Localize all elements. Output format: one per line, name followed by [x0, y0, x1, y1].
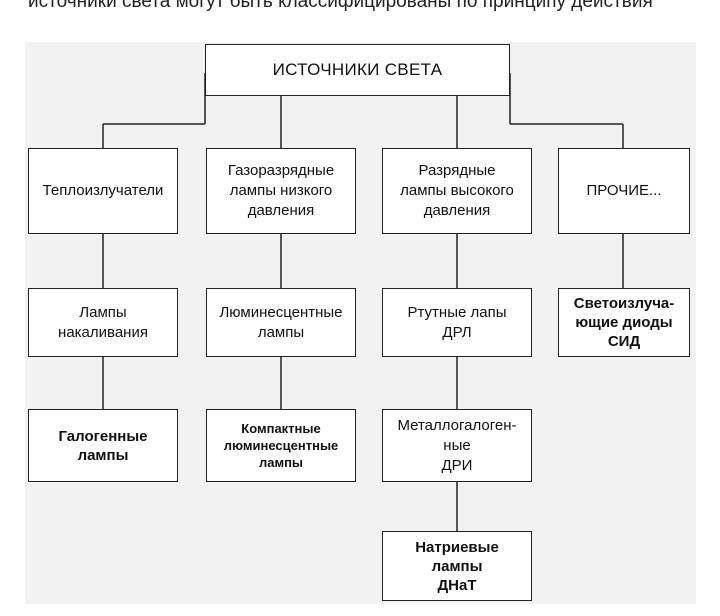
level1-node-thermal: Теплоизлучатели: [28, 148, 178, 234]
level3-node-compact-fluorescent: Компактные люминесцентные лампы: [206, 409, 356, 482]
level2-node-mercury: Ртутные лапы ДРЛ: [382, 288, 532, 357]
level2-node-incandescent: Лампы накаливания: [28, 288, 178, 357]
level1-node-other: ПРОЧИЕ...: [558, 148, 690, 234]
level3-node-metal-halide: Металлогалоген- ные ДРИ: [382, 409, 532, 482]
level2-node-led: Светоизлуча- ющие диоды СИД: [558, 288, 690, 357]
level1-node-low-pressure: Газоразрядные лампы низкого давления: [206, 148, 356, 234]
level1-node-high-pressure: Разрядные лампы высокого давления: [382, 148, 532, 234]
cropped-caption-text: источники света могут быть классифициров…: [28, 0, 653, 12]
level4-node-sodium: Натриевые лампы ДНаТ: [382, 531, 532, 601]
root-node: ИСТОЧНИКИ СВЕТА: [205, 44, 510, 96]
level3-node-halogen: Галогенные лампы: [28, 409, 178, 482]
level2-node-fluorescent: Люминесцентные лампы: [206, 288, 356, 357]
